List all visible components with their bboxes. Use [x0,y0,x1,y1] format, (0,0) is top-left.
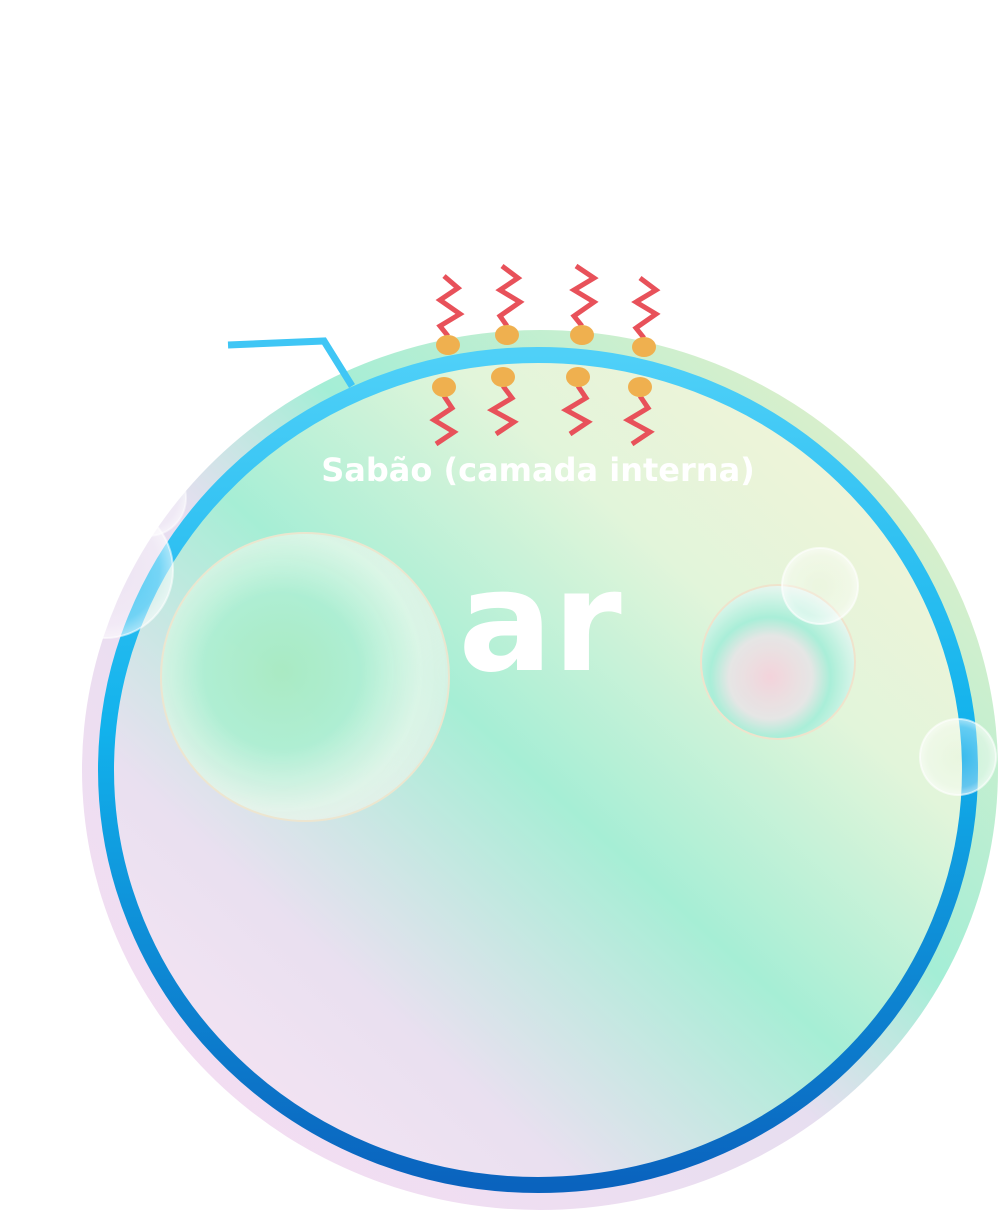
soap-molecules-inner [429,367,655,447]
soap-molecule [435,274,465,355]
air-label: ar [458,541,622,704]
molecule-head [436,335,460,355]
decorative-bubble-edge-left [36,501,174,639]
soap-molecule [429,377,459,447]
soap-molecule [631,276,661,357]
molecule-head [495,325,519,345]
label-pointer-line [227,337,355,388]
molecule-head [491,367,515,387]
molecule-head [628,377,652,397]
soap-molecule [486,367,519,437]
soap-molecules-outer [435,263,661,357]
molecule-head [566,367,590,387]
soap-molecule [622,377,655,447]
soap-molecule [495,264,525,345]
inner-layer-label: Sabão (camada interna) [321,451,755,489]
decorative-bubble-edge-right [919,718,997,796]
soap-molecule [560,367,593,437]
molecule-head [432,377,456,397]
soap-molecule [569,263,599,345]
decorative-bubble-large [160,532,450,822]
decorative-bubble-edge-left-small [109,459,187,537]
molecule-head [570,325,594,345]
decorative-bubble-highlight [781,547,859,625]
molecule-head [632,337,656,357]
